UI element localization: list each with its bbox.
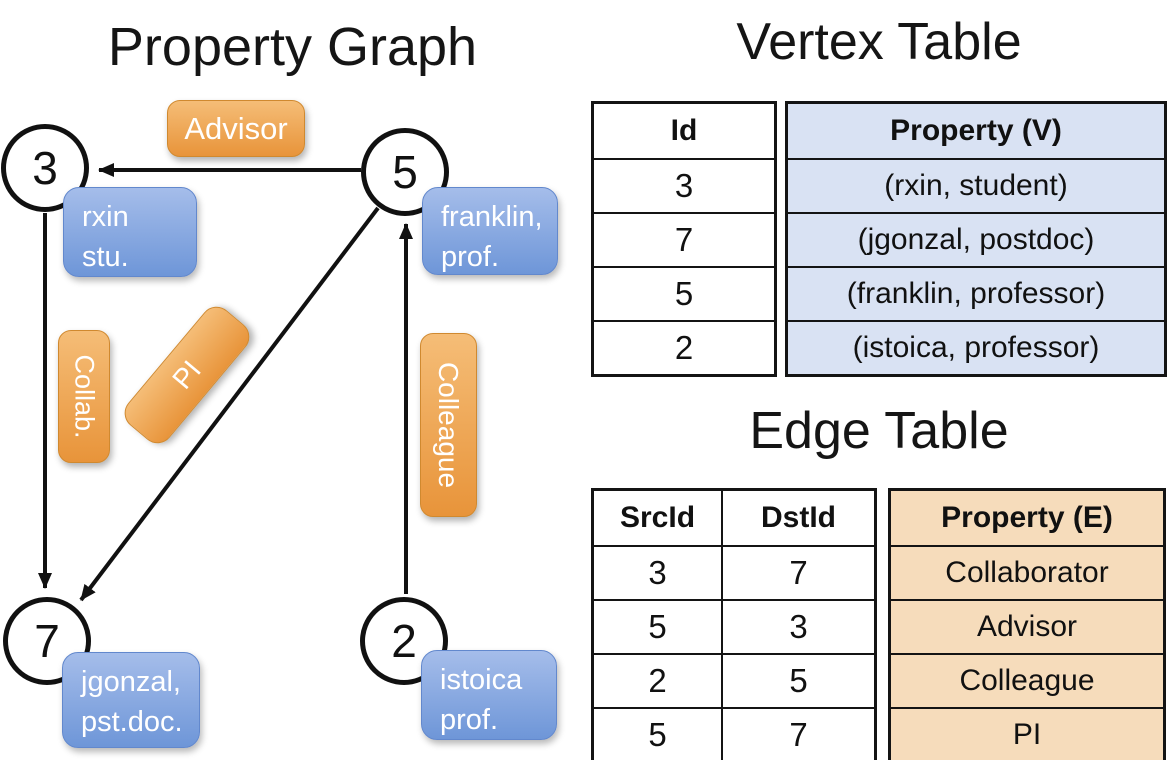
- edge-label-colleague: Colleague: [420, 333, 477, 517]
- graph-edges-layer: [38, 163, 413, 602]
- vertex-label-franklin-line1: franklin,: [441, 201, 543, 233]
- vertex-label-rxin: rxin stu.: [63, 187, 197, 277]
- edge-table-dstid-cell: 3: [723, 599, 874, 653]
- edge-label-advisor: Advisor: [167, 100, 305, 157]
- edge-table-srcid-column: SrcId 3 5 2 5: [594, 491, 721, 760]
- vertex-table-property-column: Property (V) (rxin, student) (jgonzal, p…: [785, 101, 1167, 377]
- vertex-table-property-cell: (rxin, student): [788, 158, 1164, 212]
- vertex-table-id-header: Id: [670, 114, 698, 147]
- edge-table-ids-box: SrcId 3 5 2 5 DstId 7 3 5 7: [591, 488, 877, 760]
- edge-table-dstid-column: DstId 7 3 5 7: [721, 491, 874, 760]
- vertex-label-rxin-line2: stu.: [82, 241, 129, 274]
- vertex-table-property-cell: (franklin, professor): [788, 266, 1164, 320]
- vertex-table-property-header: Property (V): [788, 104, 1164, 158]
- node-2-circle: 2: [360, 597, 448, 685]
- vertex-table-property-cell: (jgonzal, postdoc): [788, 212, 1164, 266]
- edge-label-collab-text: Collab.: [69, 354, 100, 439]
- node-3-id: 3: [32, 142, 58, 194]
- node-2-id: 2: [391, 615, 417, 667]
- vertex-table-id-cell: 5: [594, 266, 774, 320]
- edge-label-colleague-text: Colleague: [433, 361, 465, 489]
- vertex-label-franklin-line2: prof.: [441, 241, 500, 274]
- edge-table-property-cell: PI: [891, 707, 1163, 760]
- edge-table-property-column: Property (E) Collaborator Advisor Collea…: [888, 488, 1166, 760]
- edge-label-pi-text: PI: [166, 354, 207, 395]
- edge-table-srcid-cell: 2: [594, 653, 721, 707]
- edge-table-property-cell: Advisor: [891, 599, 1163, 653]
- vertex-label-franklin: franklin, prof.: [422, 187, 558, 275]
- edge-table-property-header: Property (E): [891, 491, 1163, 545]
- edge-table-property-cell: Colleague: [891, 653, 1163, 707]
- edge-table-srcid-header: SrcId: [619, 501, 696, 534]
- edge-table-dstid-header: DstId: [761, 501, 836, 534]
- edge-table-dstid-cell: 7: [723, 545, 874, 599]
- edge-table-srcid-cell: 3: [594, 545, 721, 599]
- edge-label-collab: Collab.: [58, 330, 110, 463]
- edge-table-property-cell: Collaborator: [891, 545, 1163, 599]
- vertex-table-id-cell: 2: [594, 320, 774, 374]
- vertex-label-istoica-line2: prof.: [440, 704, 499, 737]
- vertex-label-istoica: istoica prof.: [421, 650, 557, 740]
- edge-label-advisor-text: Advisor: [184, 110, 288, 146]
- edge-table-title: Edge Table: [749, 402, 1009, 460]
- node-5-id: 5: [392, 146, 418, 198]
- vertex-label-jgonzal: jgonzal, pst.doc.: [62, 652, 200, 748]
- vertex-table-id-column: Id 3 7 5 2: [591, 101, 777, 377]
- node-5-circle: 5: [361, 128, 449, 216]
- edge-table-dstid-cell: 5: [723, 653, 874, 707]
- property-graph-title: Property Graph: [107, 17, 478, 77]
- vertex-table-property-cell: (istoica, professor): [788, 320, 1164, 374]
- vertex-label-istoica-line1: istoica: [440, 664, 523, 696]
- vertex-label-rxin-line1: rxin: [82, 201, 129, 233]
- edge-table-srcid-cell: 5: [594, 599, 721, 653]
- edge-table-dstid-cell: 7: [723, 707, 874, 760]
- vertex-table: Id 3 7 5 2 Property (V) (rxin, student) …: [591, 101, 1167, 377]
- edge-table-srcid-cell: 5: [594, 707, 721, 760]
- edge-table: SrcId 3 5 2 5 DstId 7 3 5 7 Property (E)…: [591, 488, 1166, 760]
- vertex-table-title: Vertex Table: [736, 13, 1022, 71]
- vertex-label-jgonzal-line2: pst.doc.: [81, 706, 183, 739]
- vertex-table-id-cell: 7: [594, 212, 774, 266]
- node-7-id: 7: [34, 615, 60, 667]
- vertex-table-id-cell: 3: [594, 158, 774, 212]
- vertex-label-jgonzal-line1: jgonzal,: [81, 666, 181, 698]
- edge-pi-arrow-5-to-7: [79, 206, 380, 602]
